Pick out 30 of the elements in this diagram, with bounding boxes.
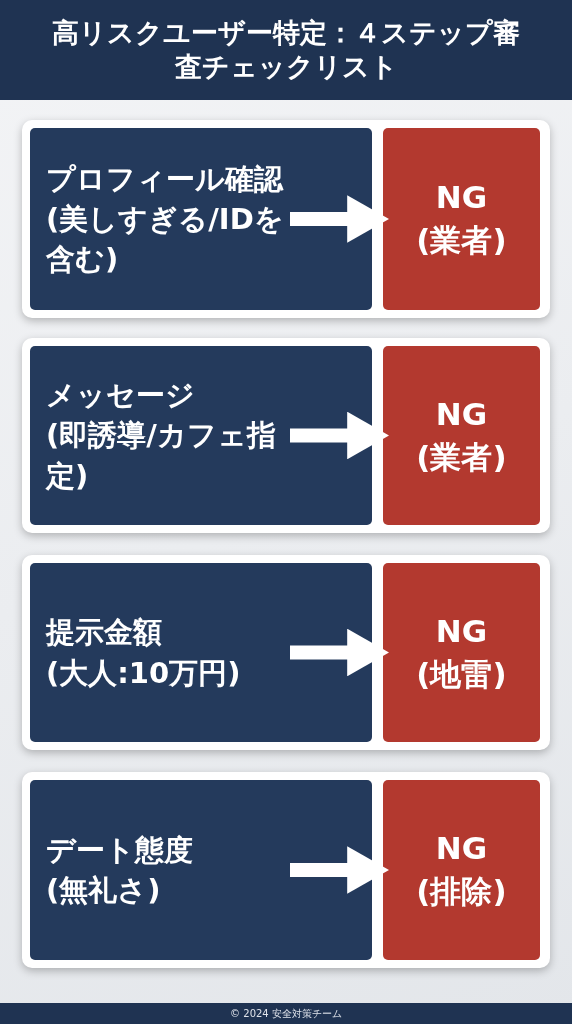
step-box xyxy=(30,128,372,310)
arrow xyxy=(290,846,390,894)
box-detail: (業者) xyxy=(416,437,507,477)
box-detail: (即誘導/カフェ指定) xyxy=(46,417,277,495)
box-detail: (地雷) xyxy=(416,654,507,694)
box-detail: (排除) xyxy=(416,872,507,911)
footer-note: © 2024 安全対策チーム xyxy=(230,1006,342,1021)
step-box xyxy=(30,563,372,742)
box-detail: (業者) xyxy=(416,221,507,260)
arrow xyxy=(290,411,390,460)
arrow xyxy=(290,195,390,243)
result-box xyxy=(383,780,540,960)
box-detail: (無礼さ) xyxy=(46,872,161,909)
title: 高リスクユーザー特定：４ステップ審査チェックリスト xyxy=(51,16,521,84)
step-box xyxy=(30,780,372,960)
box-heading: NG xyxy=(435,178,488,218)
box-heading: NG xyxy=(435,611,488,651)
result-box xyxy=(383,128,540,310)
box-detail: (美しすぎる/IDを含む) xyxy=(46,201,285,278)
result-box xyxy=(383,563,540,742)
step-box xyxy=(30,346,372,525)
box-detail: (大人:10万円) xyxy=(46,654,241,692)
box-heading: 提示金額 xyxy=(46,614,162,652)
box-heading: デート態度 xyxy=(46,832,193,869)
box-heading: NG xyxy=(435,394,488,434)
box-heading: プロフィール確認 xyxy=(46,160,283,198)
result-box xyxy=(383,346,540,525)
box-heading: NG xyxy=(435,829,488,869)
box-heading: メッセージ xyxy=(46,377,195,415)
arrow xyxy=(290,628,390,677)
